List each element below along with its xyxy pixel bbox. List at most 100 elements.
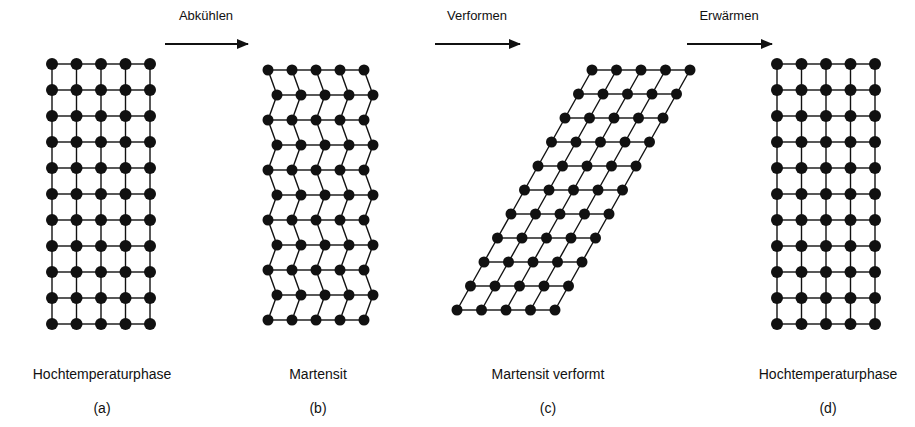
atom-dot [525,305,536,316]
atom-dot [604,209,615,220]
atom-dot [544,185,555,196]
panel-letter: (a) [93,400,110,416]
atom-dot [771,214,783,226]
atom-dot [796,318,808,330]
atom-dot [287,315,298,326]
atom-dot [519,185,530,196]
phase-caption: Martensit verformt [492,366,605,382]
atom-dot [335,65,346,76]
atom-dot [335,265,346,276]
panel-letter: (c) [540,400,556,416]
atom-dot [820,188,832,200]
atom-dot [46,84,58,96]
atom-dot [796,58,808,70]
atom-dot [144,318,156,330]
atom-dot [272,140,283,151]
atom-dot [845,240,857,252]
atom-dot [46,136,58,148]
atom-dot [71,266,83,278]
atom-dot [263,215,274,226]
atom-dot [539,281,550,292]
atom-dot [95,292,107,304]
atom-dot [479,257,490,268]
atom-dot [95,214,107,226]
atom-dot [320,240,331,251]
atom-dot [263,65,274,76]
atom-dot [528,257,539,268]
atom-dot [311,65,322,76]
atom-dot [335,115,346,126]
phase-caption: Hochtemperaturphase [759,366,898,382]
atom-dot [359,265,370,276]
atom-dot [845,266,857,278]
process-label: Erwärmen [699,8,758,24]
process-label: Verformen [447,8,507,24]
atom-dot [579,209,590,220]
atom-dot [320,190,331,201]
atom-dot [571,137,582,148]
atom-dot [71,84,83,96]
atom-dot [771,266,783,278]
atom-dot [869,58,881,70]
atom-dot [820,58,832,70]
atom-dot [263,115,274,126]
phase-caption: Martensit [289,366,347,382]
atom-dot [120,318,132,330]
atom-dot [368,190,379,201]
atom-dot [71,58,83,70]
atom-dot [820,266,832,278]
atom-dot [144,240,156,252]
atom-dot [595,137,606,148]
atom-dot [845,84,857,96]
atom-dot [533,161,544,172]
atom-dot [631,161,642,172]
atom-dot [771,318,783,330]
atom-dot [120,214,132,226]
atom-dot [452,305,463,316]
atom-dot [563,281,574,292]
atom-dot [368,90,379,101]
atom-dot [550,305,561,316]
atom-dot [514,281,525,292]
atom-dot [582,161,593,172]
atom-dot [95,240,107,252]
atom-dot [287,265,298,276]
atom-dot [869,318,881,330]
atom-dot [530,209,541,220]
atom-dot [120,136,132,148]
atom-dot [573,89,584,100]
atom-dot [598,89,609,100]
atom-dot [296,190,307,201]
atom-dot [845,136,857,148]
atom-dot [144,136,156,148]
atom-dot [796,188,808,200]
atom-dot [685,65,696,76]
atom-dot [144,84,156,96]
atom-dot [296,90,307,101]
atom-dot [771,110,783,122]
atom-dot [869,266,881,278]
atom-dot [501,305,512,316]
atom-dot [845,214,857,226]
atom-dot [660,65,671,76]
atom-dot [144,58,156,70]
atom-dot [771,162,783,174]
atom-dot [359,165,370,176]
atom-dot [796,292,808,304]
atom-dot [771,84,783,96]
atom-dot [344,90,355,101]
atom-dot [587,65,598,76]
atom-dot [71,214,83,226]
atom-dot [120,292,132,304]
atom-dot [272,240,283,251]
atom-dot [120,110,132,122]
atom-dot [71,162,83,174]
atom-dot [359,315,370,326]
atom-dot [771,136,783,148]
atom-dot [552,257,563,268]
atom-dot [95,84,107,96]
atom-dot [71,240,83,252]
atom-dot [820,318,832,330]
atom-dot [46,292,58,304]
